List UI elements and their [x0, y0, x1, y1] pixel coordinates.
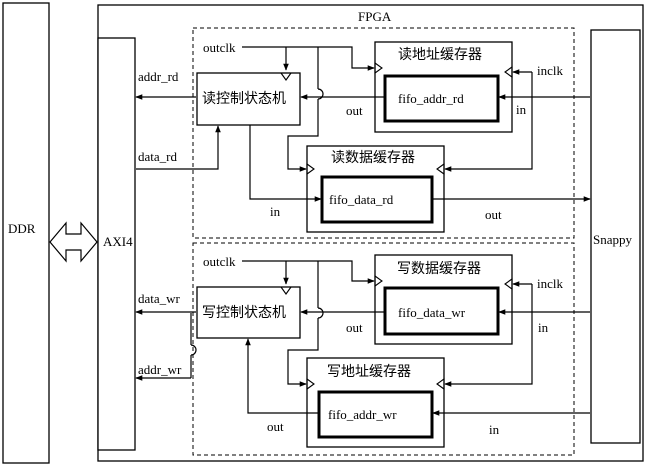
write-addr-fifo-label: fifo_addr_wr	[328, 407, 397, 422]
write-data-out-label: out	[346, 320, 363, 335]
read-controller-clock-icon	[279, 72, 293, 81]
write-outclk-to-data-buffer-wire	[242, 260, 375, 284]
write-data-in-label: in	[538, 320, 549, 335]
read-controller-to-data-fifo-wire	[249, 125, 322, 202]
snappy-block	[590, 29, 641, 444]
read-outclk-to-data-buffer-wire	[287, 47, 319, 169]
read-section-frame	[192, 27, 575, 239]
write-addr-buffer-inclk-icon	[436, 377, 445, 391]
read-inclk-to-data-buffer-wire	[444, 72, 533, 172]
write-addr-buffer-title: 写地址缓存器	[327, 364, 411, 380]
write-controller-label: 写控制状态机	[202, 305, 286, 321]
write-controller-clock-icon	[279, 286, 293, 295]
axi4-block	[97, 37, 136, 451]
read-data-fifo-box	[320, 175, 434, 224]
read-data-out-label: out	[485, 207, 502, 222]
axi4-label: AXI4	[103, 234, 133, 249]
read-addr-fifo-label: fifo_addr_rd	[398, 91, 464, 106]
write-data-buffer-title: 写数据缓存器	[397, 261, 481, 277]
read-outclk-to-addr-buffer-wire	[242, 46, 375, 71]
write-data-signal-label: data_wr	[138, 291, 181, 306]
write-outclk-crossover	[317, 307, 324, 319]
axi4-data-to-read-controller-wire	[136, 125, 221, 170]
write-data-buffer-inclk-icon	[504, 277, 513, 291]
write-controller-box	[196, 286, 301, 339]
read-data-signal-label: data_rd	[138, 149, 177, 164]
write-outclk-label: outclk	[203, 254, 236, 269]
read-data-in-label: in	[270, 204, 281, 219]
write-inclk-label: inclk	[537, 276, 563, 291]
write-inclk-to-addr-buffer-wire	[444, 284, 533, 387]
ddr-axi4-double-arrow	[49, 221, 98, 263]
read-data-fifo-label: fifo_data_rd	[329, 192, 394, 207]
write-data-fifo-box	[383, 286, 500, 336]
read-controller-box	[196, 72, 301, 126]
read-addr-signal-label: addr_rd	[138, 69, 179, 84]
write-data-buffer-outclk-icon	[374, 274, 383, 288]
read-data-buffer-title: 读数据缓存器	[331, 149, 415, 166]
write-data-fifo-label: fifo_data_wr	[398, 305, 466, 320]
snappy-label: Snappy	[593, 232, 633, 247]
fpga-label: FPGA	[358, 9, 392, 24]
write-addr-signal-label: addr_wr	[138, 362, 182, 377]
write-addr-crossover	[190, 344, 197, 356]
write-section-frame	[192, 242, 575, 456]
read-addr-fifo-box	[383, 74, 500, 123]
read-controller-label: 读控制状态机	[202, 90, 286, 107]
write-addr-fifo-box	[317, 390, 434, 439]
read-addr-buffer-outclk-icon	[374, 61, 383, 75]
read-addr-out-label: out	[346, 103, 363, 118]
read-addr-in-label: in	[516, 102, 527, 117]
ddr-label: DDR	[8, 221, 36, 236]
write-addr-in-label: in	[489, 422, 500, 437]
read-outclk-crossover	[317, 88, 324, 100]
read-outclk-label: outclk	[203, 40, 236, 55]
read-addr-buffer-title: 读地址缓存器	[398, 46, 482, 63]
write-outclk-to-addr-buffer-wire	[287, 261, 319, 384]
read-data-buffer-inclk-icon	[436, 162, 445, 176]
read-inclk-label: inclk	[537, 63, 563, 78]
ddr-block	[2, 2, 50, 464]
read-addr-buffer-inclk-icon	[504, 65, 513, 79]
write-addr-fifo-to-controller-wire	[245, 338, 318, 414]
write-addr-out-label: out	[267, 419, 284, 434]
